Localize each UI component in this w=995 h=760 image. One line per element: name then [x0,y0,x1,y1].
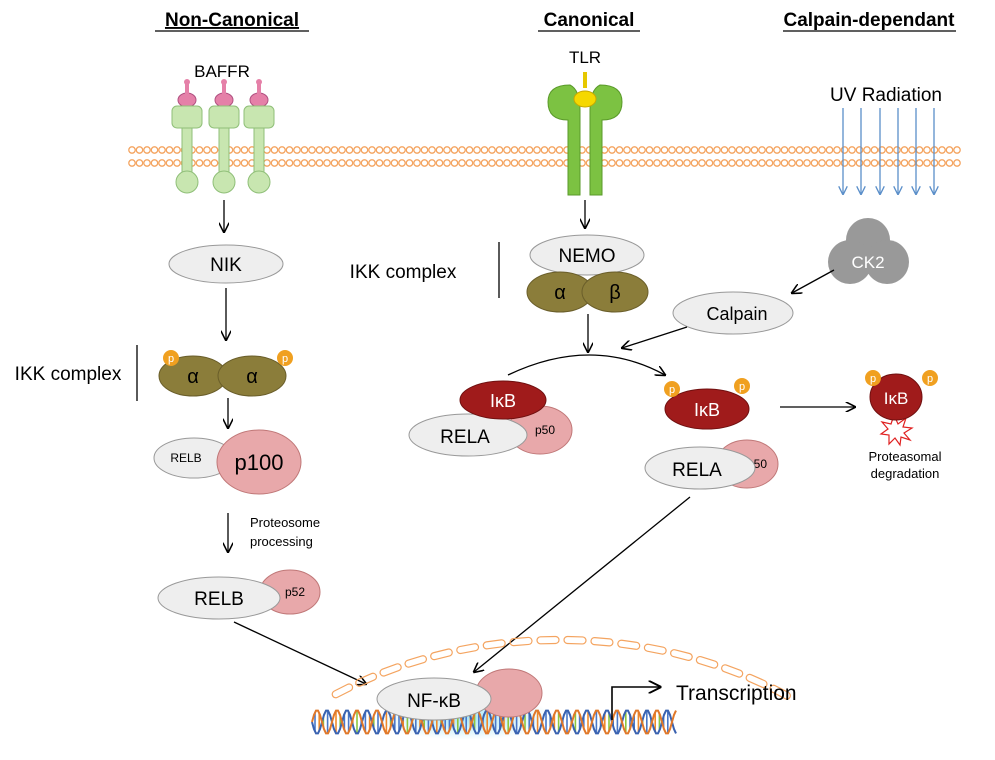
ck2-label: CK2 [851,253,884,272]
p50-label: p50 [535,423,555,437]
rela-label: RELA [672,460,722,481]
proteosome-processing-label: Proteosome [250,515,320,530]
phospho-marker: p [163,350,179,366]
header-non-canonical: Non-Canonical [165,10,299,31]
ikk-alpha-subunit [217,355,287,397]
header-calpain-dependant: Calpain-dependant [783,10,955,31]
uv-radiation-arrows [843,108,934,194]
relb-small-label: RELB [170,451,201,465]
ikb-label: IκB [490,391,516,411]
baffr-label: BAFFR [194,62,250,81]
nik-node [168,244,284,284]
nfkb-label: NF-κB [407,691,461,712]
rela-node [644,446,756,490]
nik-label: NIK [210,255,242,276]
phospho-marker: p [865,370,881,386]
tlr-receptor [547,72,623,196]
arrow [792,269,835,293]
baffr-receptor [243,79,275,194]
alpha-label: α [554,282,566,304]
ikk-complex-label-left: IKK complex [15,364,122,385]
degradation-label: degradation [871,466,940,481]
proteosome-processing-label: processing [250,534,313,549]
ikb-node [459,380,547,420]
degradation-label: Proteasomal [869,449,942,464]
ikb-degraded-node [869,373,923,447]
ikb-label: IκB [884,389,909,408]
baffr-receptor [208,79,240,194]
relb-label: RELB [194,589,244,610]
phospho-marker: p [664,381,680,397]
rela-label: RELA [440,427,490,448]
nfkb-node [376,677,492,721]
calpain-node [672,291,794,335]
phospho-label: p [870,373,876,385]
alpha-label: α [246,366,258,388]
ikb-label: IκB [694,400,720,420]
uv-label: UV Radiation [830,85,942,106]
phospho-label: p [168,353,174,365]
phospho-label: p [739,381,745,393]
phospho-marker: p [922,370,938,386]
p52-label: p52 [285,585,305,599]
p100-node [216,429,302,495]
beta-label: β [609,282,621,304]
arrow [622,326,688,348]
phospho-label: p [927,373,933,385]
rela-node [408,413,528,457]
p100-label: p100 [235,450,284,475]
relb-node [157,576,281,620]
phospho-marker: p [277,350,293,366]
transcription-arrow [611,687,660,720]
alpha-label: α [187,366,199,388]
baffr-receptors [171,79,275,194]
nemo-node [529,234,645,276]
transcription-label: Transcription [676,682,797,705]
calpain-label: Calpain [706,304,767,324]
nuclear-membrane [331,635,791,700]
ikb-phosphorylated-node [664,388,750,430]
phospho-label: p [669,384,675,396]
ikk-complex-label-center: IKK complex [350,262,457,283]
arrow-to-nfkb [233,621,366,684]
nemo-label: NEMO [559,246,616,267]
ck2-node [828,218,909,284]
ikk-beta-subunit [581,271,649,313]
tlr-label: TLR [569,48,601,67]
header-canonical: Canonical [544,10,635,31]
phospho-marker: p [734,378,750,394]
baffr-receptor [171,79,203,194]
phospho-label: p [282,353,288,365]
curved-arrow [507,354,665,375]
